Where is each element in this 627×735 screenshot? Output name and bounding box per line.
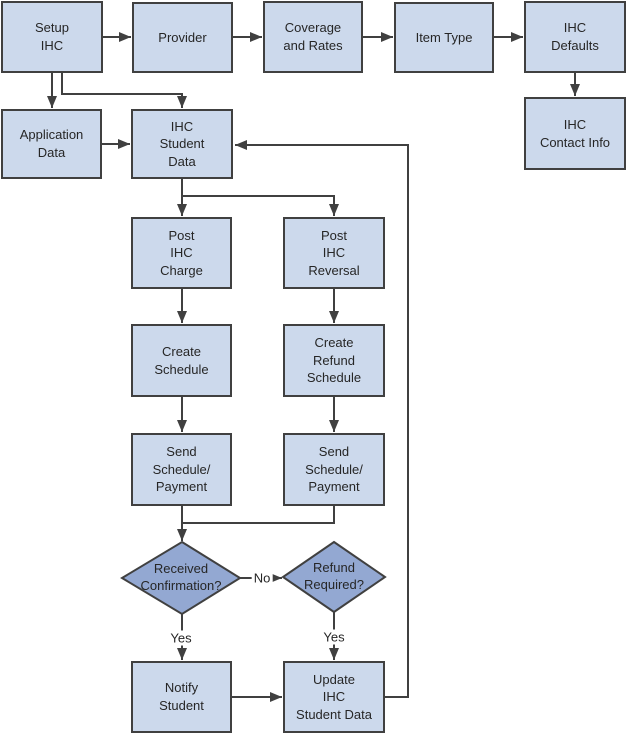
edge-setup-to-studentdata [61,73,187,108]
edge-label-yes-right: Yes [321,629,347,645]
edge-send-right-merge [183,506,335,524]
decision-label-refund-required: Refund Required? [304,560,364,592]
node-post-ihc-reversal: Post IHC Reversal [283,217,385,289]
node-provider: Provider [132,2,233,73]
edge-label-yes-left: Yes [168,630,194,646]
node-send-schedule-payment-left: Send Schedule/ Payment [131,433,232,506]
node-update-ihc-student-data: Update IHC Student Data [283,661,385,733]
edge-studentdata-to-postreversal [182,195,339,216]
edge-label-no: No [251,570,273,586]
decision-label-received-confirmation: Received Confirmation? [140,561,222,593]
node-create-schedule: Create Schedule [131,324,232,397]
decision-received-confirmation-shape [120,540,242,616]
node-ihc-contact-info: IHC Contact Info [524,97,626,170]
node-application-data: Application Data [1,109,102,179]
node-send-schedule-payment-right: Send Schedule/ Payment [283,433,385,506]
decision-refund-required-shape [281,540,387,614]
node-ihc-defaults: IHC Defaults [524,1,626,73]
node-setup-ihc: Setup IHC [1,1,103,73]
node-coverage-and-rates: Coverage and Rates [263,1,363,73]
node-item-type: Item Type [394,2,494,73]
node-notify-student: Notify Student [131,661,232,733]
node-create-refund-schedule: Create Refund Schedule [283,324,385,397]
node-ihc-student-data: IHC Student Data [131,109,233,179]
node-post-ihc-charge: Post IHC Charge [131,217,232,289]
edge-update-feedback-to-studentdata [235,140,409,698]
